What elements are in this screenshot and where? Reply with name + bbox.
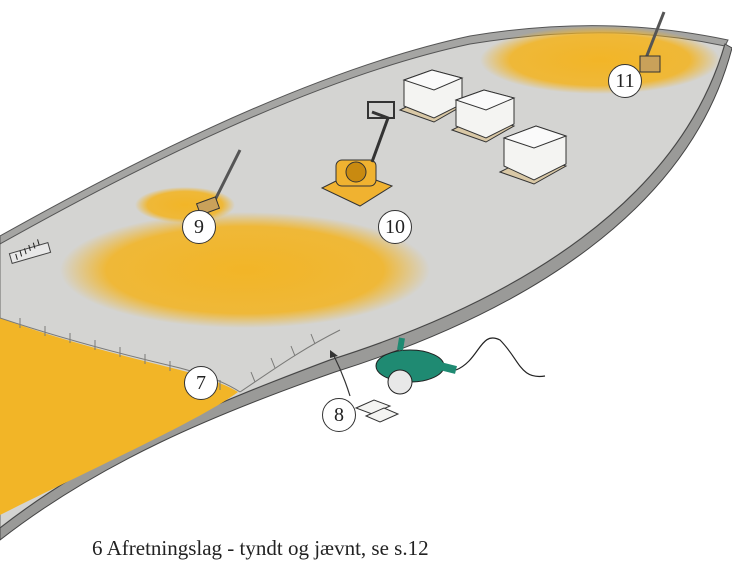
callout-marker-10: 10 <box>378 210 412 244</box>
figure-caption: 6 Afretningslag - tyndt og jævnt, se s.1… <box>92 536 429 561</box>
callout-marker-11: 11 <box>608 64 642 98</box>
stone-cutter-icon <box>376 338 545 394</box>
sand-area-right <box>480 26 720 94</box>
callout-marker-8: 8 <box>322 398 356 432</box>
sand-area-center <box>60 212 430 328</box>
callout-marker-9: 9 <box>182 210 216 244</box>
callout-marker-7: 7 <box>184 366 218 400</box>
paving-stone-icon <box>356 400 398 422</box>
